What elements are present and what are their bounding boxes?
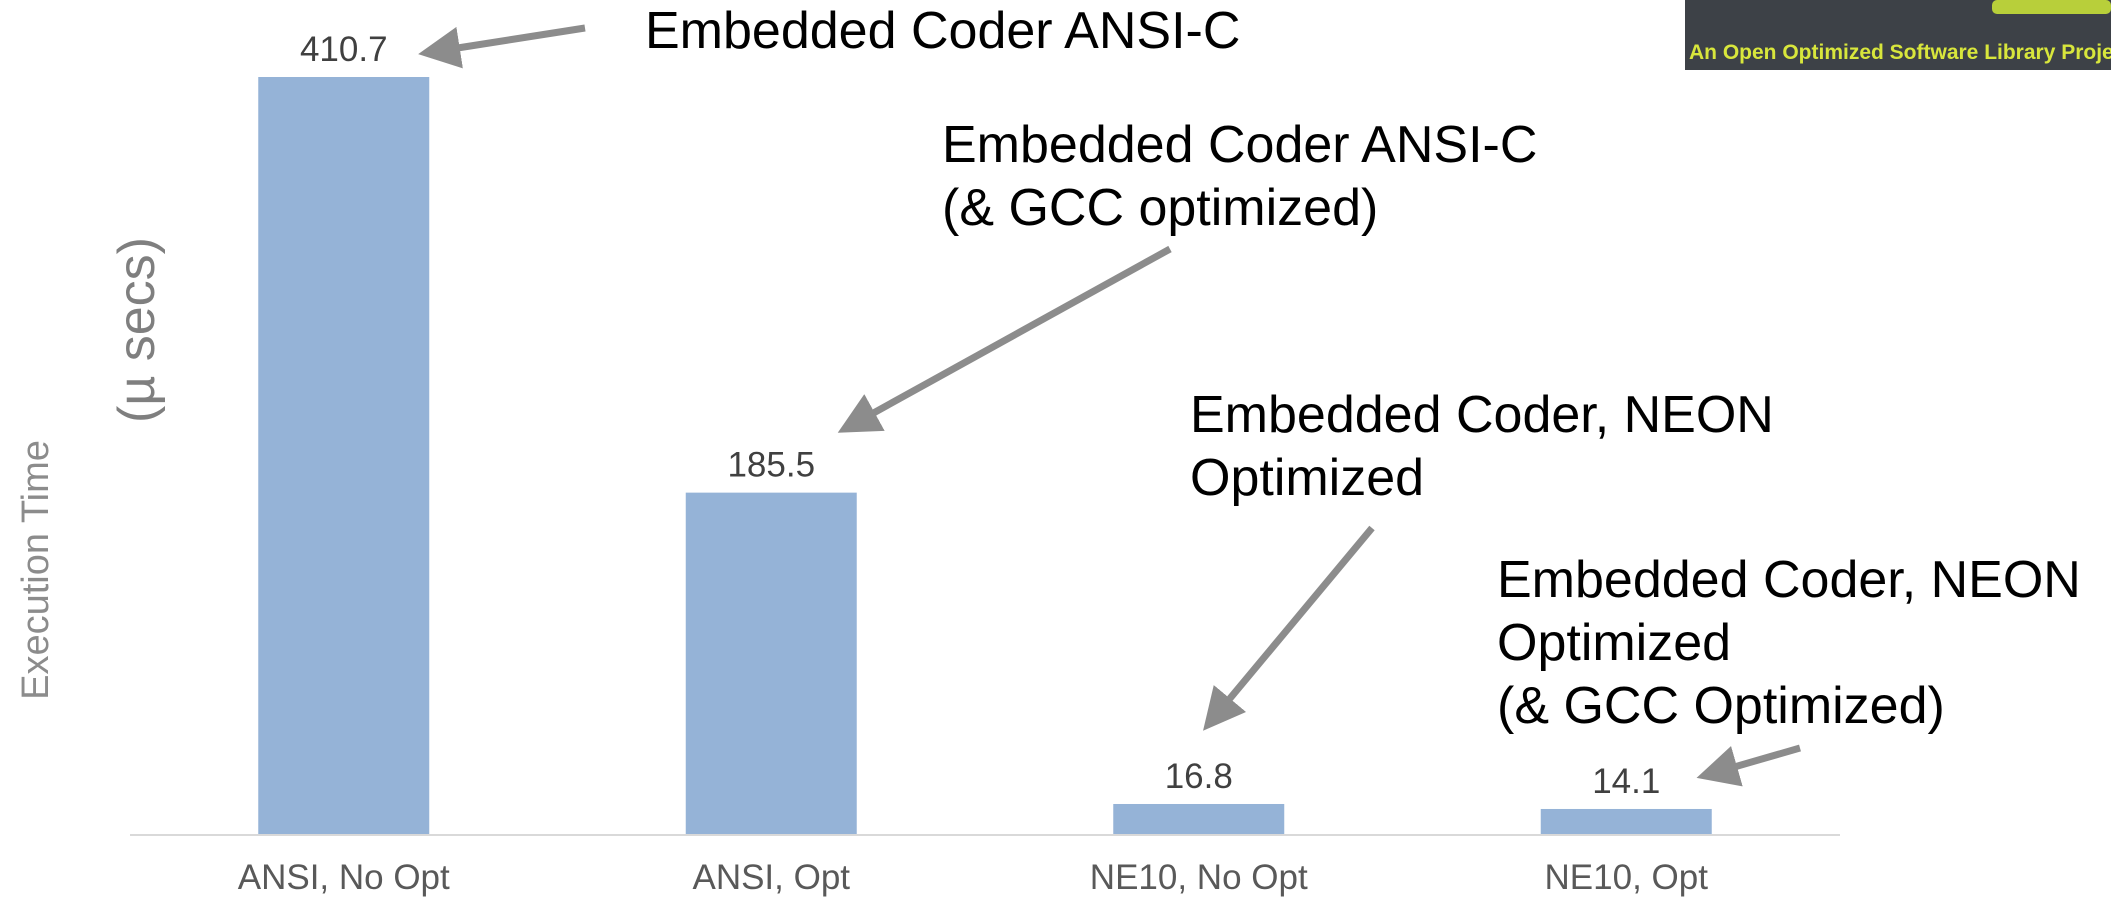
bars-group [258, 77, 1712, 835]
annotation-ne10-opt-line-2: Optimized [1497, 614, 1731, 672]
annotation-ansi-no-opt: Embedded Coder ANSI-C [418, 2, 1240, 69]
y-axis-label: Execution Time [15, 440, 57, 700]
svg-text:Embedded Coder, NEON Opt: Embedded Coder, NEON Optimized (& GCC Op… [1497, 551, 2095, 735]
data-label-ne10-opt: 14.1 [1592, 762, 1660, 801]
logo-accent-shape [1992, 0, 2111, 14]
bar-ansi-opt [685, 492, 857, 835]
bar-ne10-opt [1540, 808, 1712, 835]
annotation-ansi-opt-line-1: Embedded Coder ANSI-C [942, 116, 1537, 174]
ne10-logo: An Open Optimized Software Library Proje… [1685, 0, 2111, 70]
category-label-ne10-opt: NE10, Opt [1545, 858, 1709, 897]
annotation-ansi-opt-arrow [837, 245, 1172, 433]
y-axis-unit: (µ secs) [108, 237, 166, 423]
annotation-ne10-opt-line-3: (& GCC Optimized) [1497, 677, 1945, 735]
svg-text:Embedded Coder ANSI-C: Embedded Coder ANSI-C [645, 2, 1240, 60]
data-label-ansi-no-opt: 410.7 [300, 30, 388, 69]
bar-ne10-no-opt [1113, 803, 1285, 835]
svg-text:Embedded Coder ANSI-C (&: Embedded Coder ANSI-C (& GCC optimized) [942, 116, 1552, 237]
annotation-ansi-opt: Embedded Coder ANSI-C (& GCC optimized) [837, 116, 1552, 433]
category-label-ansi-opt: ANSI, Opt [692, 858, 850, 897]
category-label-ansi-no-opt: ANSI, No Opt [238, 858, 450, 897]
annotation-ansi-no-opt-line-1: Embedded Coder ANSI-C [645, 2, 1240, 60]
annotation-ansi-opt-line-2: (& GCC optimized) [942, 179, 1378, 237]
annotation-ne10-opt-line-1: Embedded Coder, NEON [1497, 551, 2081, 609]
annotation-ne10-no-opt-line-2: Optimized [1190, 449, 1424, 507]
annotation-ne10-no-opt: Embedded Coder, NEON Optimized [1190, 386, 1788, 731]
category-labels-group: ANSI, No Opt ANSI, Opt NE10, No Opt NE10, O… [238, 858, 1708, 897]
annotation-ne10-no-opt-line-1: Embedded Coder, NEON [1190, 386, 1774, 444]
bar-ansi-no-opt [258, 77, 430, 835]
svg-text:Embedded Coder, NEON Opt: Embedded Coder, NEON Optimized [1190, 386, 1788, 507]
data-label-ne10-no-opt: 16.8 [1165, 757, 1233, 796]
annotation-ne10-no-opt-arrow [1203, 525, 1375, 731]
category-label-ne10-no-opt: NE10, No Opt [1090, 858, 1308, 897]
annotation-ne10-opt: Embedded Coder, NEON Optimized (& GCC Op… [1497, 551, 2095, 787]
annotation-ne10-opt-arrow [1696, 744, 1801, 787]
annotation-ansi-no-opt-arrow [418, 24, 586, 69]
data-label-ansi-opt: 185.5 [727, 446, 815, 485]
data-labels-group: 410.7 185.5 16.8 14.1 [300, 30, 1660, 801]
logo-tagline: An Open Optimized Software Library Proje… [1689, 41, 2111, 64]
